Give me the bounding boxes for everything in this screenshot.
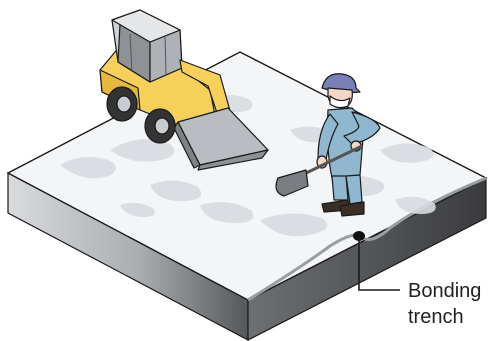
bonding-trench-label-line1: Bonding	[408, 278, 498, 304]
slab-top-surface	[8, 52, 486, 300]
bonding-trench-label-line2: trench	[408, 304, 498, 330]
worker-legs	[332, 176, 348, 200]
bonding-trench-label: Bonding trench	[408, 278, 498, 330]
